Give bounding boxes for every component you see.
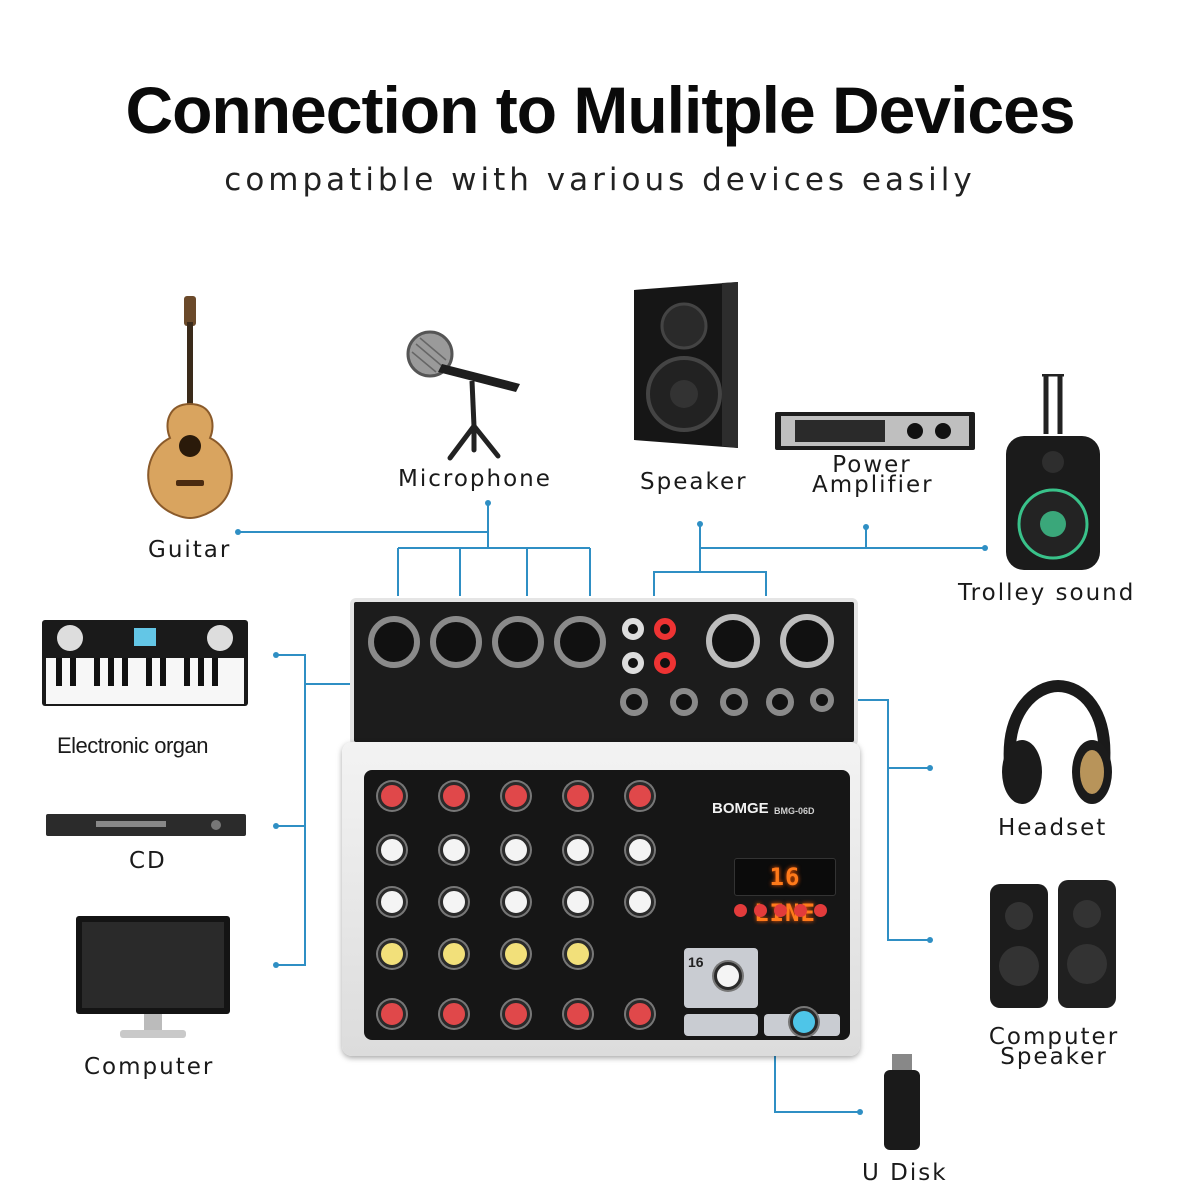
electronic-organ-label: Electronic organ <box>57 733 208 758</box>
computer-speaker-icon <box>986 876 1122 1016</box>
high-eq-knob[interactable] <box>378 836 406 864</box>
level-knob[interactable] <box>502 1000 530 1028</box>
effect-knob[interactable] <box>440 940 468 968</box>
low-eq-knob[interactable] <box>626 888 654 916</box>
function-button[interactable] <box>794 904 807 917</box>
main-level-section <box>684 1014 758 1036</box>
combo-input-4 <box>554 616 606 668</box>
low-eq-knob[interactable] <box>564 888 592 916</box>
computer-label: Computer <box>84 1054 215 1080</box>
page-subtitle: compatible with various devices easily <box>224 162 976 198</box>
mixer-body: BOMGE BMG-06D 16 LINE 16 <box>342 742 860 1056</box>
page-title: Connection to Mulitple Devices <box>125 73 1075 147</box>
power-amplifier-label-line1: Power <box>832 452 912 478</box>
headset-icon <box>996 680 1116 810</box>
rca-jack <box>622 618 644 640</box>
rca-jack <box>622 652 644 674</box>
rca-jack <box>654 652 676 674</box>
gain-knob[interactable] <box>626 782 654 810</box>
headphone-jack <box>810 688 834 712</box>
quarter-inch-jack <box>720 688 748 716</box>
gain-knob[interactable] <box>564 782 592 810</box>
level-knob[interactable] <box>564 1000 592 1028</box>
effect-knob[interactable] <box>378 940 406 968</box>
function-button[interactable] <box>754 904 767 917</box>
speaker-icon <box>628 282 744 452</box>
led-display: 16 LINE <box>734 858 836 927</box>
level-knob[interactable] <box>626 1000 654 1028</box>
level-knob[interactable] <box>440 1000 468 1028</box>
computer-speaker-label-line2: Speaker <box>1000 1044 1108 1070</box>
function-button[interactable] <box>734 904 747 917</box>
mixer-brand: BOMGE <box>712 800 769 817</box>
power-amplifier-label-line2: Amplifier <box>812 472 934 498</box>
rca-jack <box>654 618 676 640</box>
low-eq-knob[interactable] <box>502 888 530 916</box>
trolley-sound-label: Trolley sound <box>958 580 1136 606</box>
u-disk-label: U Disk <box>862 1160 948 1186</box>
cd-label: CD <box>129 848 167 874</box>
power-amplifier-label: Power Amplifier <box>812 452 934 498</box>
effects-program-section: 16 <box>684 948 758 1008</box>
combo-input-2 <box>430 616 482 668</box>
computer-speaker-label-line1: Computer <box>988 1024 1120 1050</box>
audio-mixer: BOMGE BMG-06D 16 LINE 16 <box>342 592 862 1062</box>
level-knob[interactable] <box>378 1000 406 1028</box>
quarter-inch-jack <box>620 688 648 716</box>
gain-knob[interactable] <box>378 782 406 810</box>
effect-knob[interactable] <box>502 940 530 968</box>
cd-player-icon <box>46 812 246 838</box>
mixer-model: BMG-06D <box>774 806 815 816</box>
gain-knob[interactable] <box>502 782 530 810</box>
guitar-icon <box>140 296 240 521</box>
headset-label: Headset <box>998 815 1108 841</box>
xlr-output-right <box>780 614 834 668</box>
high-eq-knob[interactable] <box>440 836 468 864</box>
electronic-organ-icon <box>42 620 248 706</box>
combo-input-3 <box>492 616 544 668</box>
high-eq-knob[interactable] <box>564 836 592 864</box>
high-eq-knob[interactable] <box>626 836 654 864</box>
guitar-label: Guitar <box>148 537 232 563</box>
combo-input-1 <box>368 616 420 668</box>
microphone-icon <box>402 326 532 466</box>
microphone-label: Microphone <box>398 466 552 492</box>
low-eq-knob[interactable] <box>378 888 406 916</box>
mixer-rear-panel <box>350 598 858 746</box>
function-button[interactable] <box>774 904 787 917</box>
high-eq-knob[interactable] <box>502 836 530 864</box>
low-eq-knob[interactable] <box>440 888 468 916</box>
effect-knob[interactable] <box>564 940 592 968</box>
usb-drive-icon <box>882 1054 922 1152</box>
speaker-label: Speaker <box>640 469 748 495</box>
quarter-inch-jack <box>766 688 794 716</box>
phone-level-knob[interactable] <box>790 1008 818 1036</box>
computer-speaker-label: Computer Speaker <box>984 1024 1124 1070</box>
quarter-inch-jack <box>670 688 698 716</box>
program-knob[interactable] <box>714 962 742 990</box>
xlr-output-left <box>706 614 760 668</box>
gain-knob[interactable] <box>440 782 468 810</box>
function-button[interactable] <box>814 904 827 917</box>
mixer-control-face: BOMGE BMG-06D 16 LINE 16 <box>364 770 850 1040</box>
trolley-speaker-icon <box>1002 374 1104 574</box>
preset-number: 16 <box>688 954 704 970</box>
power-amplifier-icon <box>775 408 975 454</box>
computer-monitor-icon <box>76 916 230 1044</box>
